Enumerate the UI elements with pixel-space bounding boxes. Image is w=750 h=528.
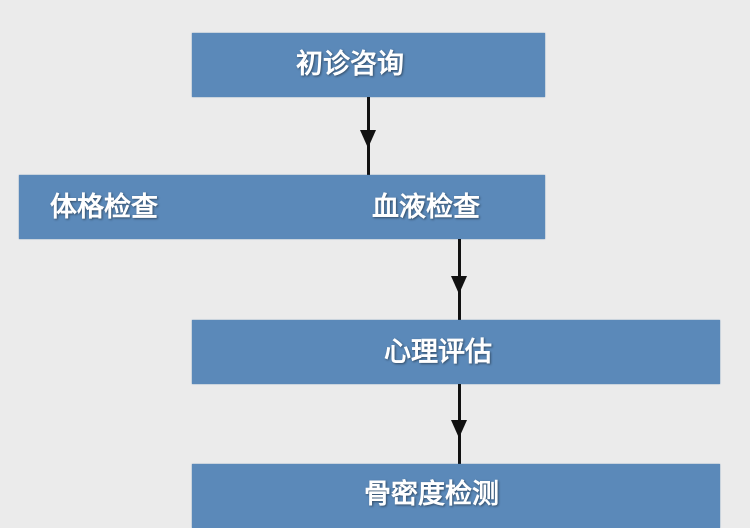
node-label-physical-exam: 体格检查 [50, 192, 158, 223]
node-label-blood-test: 血液检查 [372, 192, 480, 223]
arrowhead-icon [451, 276, 467, 294]
arrowhead-icon [360, 130, 376, 148]
arrowhead-icon [451, 420, 467, 438]
node-psych-eval: 心理评估 [192, 320, 720, 384]
node-initial-consultation: 初诊咨询 [192, 33, 545, 97]
node-bone-density: 骨密度检测 [192, 464, 720, 528]
node-label: 心理评估 [384, 337, 492, 368]
node-exam-group: 体格检查 血液检查 [19, 175, 545, 239]
node-label: 骨密度检测 [364, 479, 499, 510]
node-label: 初诊咨询 [296, 49, 404, 80]
